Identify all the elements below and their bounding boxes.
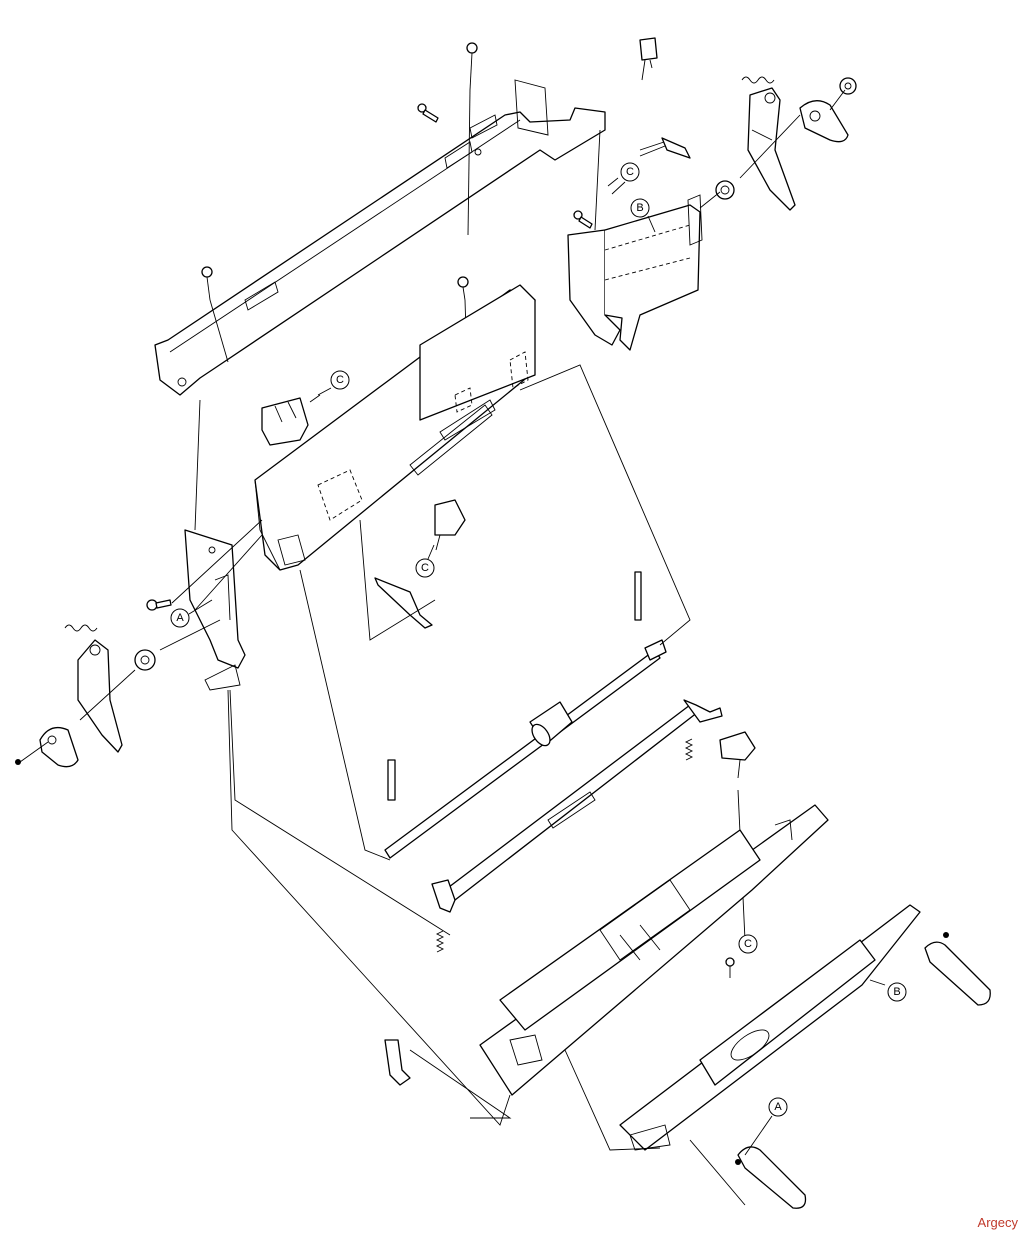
bushing <box>134 649 156 671</box>
screw <box>573 210 593 229</box>
center-frame <box>254 284 536 571</box>
manual-feed-tray <box>619 904 921 1151</box>
screw <box>146 599 172 611</box>
callout-c4: C <box>738 934 758 954</box>
svg-text:C: C <box>421 562 429 574</box>
callout-c3: C <box>415 544 435 578</box>
spring <box>64 624 98 632</box>
svg-text:C: C <box>744 938 752 950</box>
svg-text:B: B <box>893 986 900 998</box>
bushing <box>715 180 735 200</box>
latch-handle <box>924 941 991 1006</box>
top-frame-plate <box>154 79 606 531</box>
right-side-bracket <box>567 194 703 351</box>
pin <box>634 571 642 621</box>
actuator-lever <box>374 577 433 629</box>
paper-tray-frame <box>479 804 829 1096</box>
left-arm <box>77 639 123 753</box>
sensor-holder <box>261 394 321 446</box>
latch-handle <box>737 1146 807 1209</box>
svg-text:A: A <box>176 612 184 624</box>
svg-text:A: A <box>774 1101 782 1113</box>
callout-c2: C <box>317 370 350 396</box>
spring <box>741 76 775 84</box>
right-arm <box>747 87 796 211</box>
svg-text:B: B <box>636 202 643 214</box>
e-ring <box>839 77 857 95</box>
sensor <box>719 731 756 779</box>
pin <box>387 759 396 801</box>
spring <box>435 738 694 953</box>
bracket <box>384 1039 411 1086</box>
svg-text:C: C <box>626 166 634 178</box>
photo-sensor <box>434 499 466 551</box>
callout-c1: C <box>607 162 640 195</box>
svg-text:C: C <box>336 374 344 386</box>
flat-connector <box>639 137 691 159</box>
screw <box>201 266 229 363</box>
callout-b1: B <box>630 198 656 233</box>
left-cam <box>39 726 79 768</box>
right-cam <box>799 100 849 143</box>
callout-a2: A <box>744 1097 788 1156</box>
connector <box>639 37 658 81</box>
screw <box>466 42 478 236</box>
callout-b2: B <box>887 982 907 1002</box>
screw <box>417 103 439 123</box>
callout-a1: A <box>170 599 213 628</box>
guide-plate <box>431 699 723 913</box>
feed-roller-shaft <box>384 639 667 859</box>
watermark: Argecy <box>977 1215 1018 1230</box>
left-side-bracket <box>184 529 246 691</box>
screw <box>725 957 735 978</box>
